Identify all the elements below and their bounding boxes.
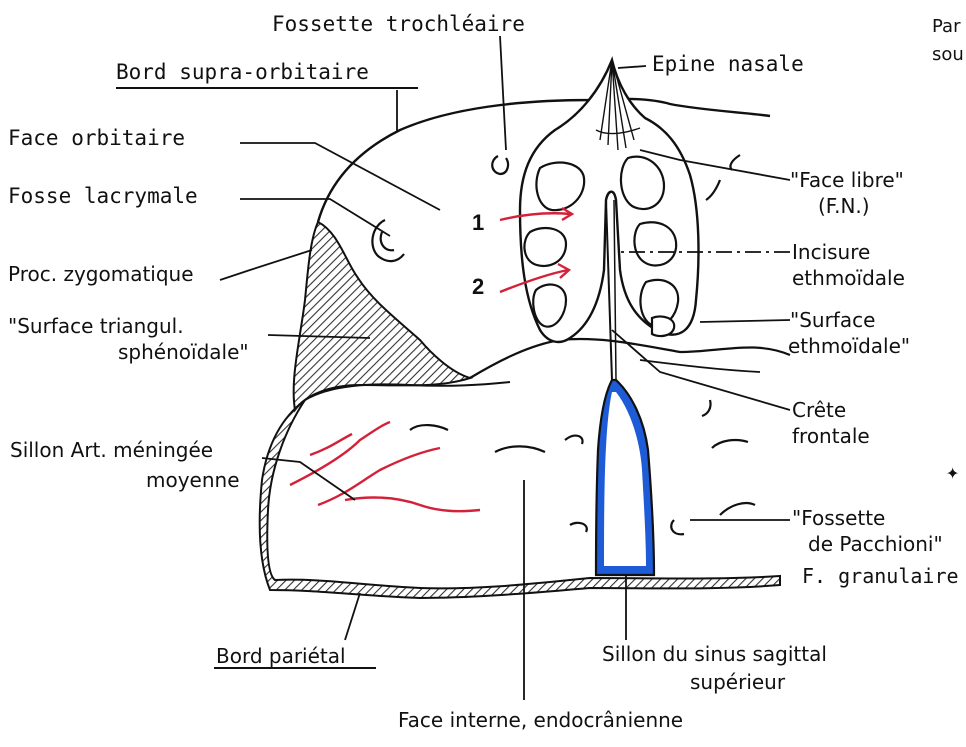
label-sou: sou [932, 46, 964, 64]
arrow-label-2: 2 [472, 276, 484, 298]
label-fosse-lacrymale: Fosse lacrymale [8, 186, 198, 207]
label-face-interne: Face interne, endocrânienne [398, 710, 683, 730]
label-face-orbitaire: Face orbitaire [8, 128, 185, 149]
label-crete: Crête [792, 400, 846, 420]
label-surface-ethmoidale: "Surface [790, 310, 875, 330]
sphenoid-surface-hatch [294, 222, 470, 410]
label-sphenoidale: sphénoïdale" [118, 342, 249, 362]
arrow-label-1: 1 [472, 212, 484, 234]
label-fn: (F.N.) [818, 196, 870, 216]
label-ethmoidale-1: ethmoïdale [792, 268, 905, 288]
internal-border-hatch [260, 400, 780, 598]
label-epine-nasale: Epine nasale [652, 54, 804, 75]
label-frontale: frontale [792, 426, 870, 446]
label-bord-supra-orbitaire: Bord supra-orbitaire [116, 62, 369, 83]
label-fossette-pacchioni: "Fossette [792, 508, 885, 528]
frontal-crest-2 [614, 200, 616, 380]
label-fossette-trochleaire: Fossette trochléaire [272, 14, 525, 35]
label-face-libre: "Face libre" [790, 170, 904, 190]
label-sillon-art-meningee: Sillon Art. méningée [10, 440, 213, 460]
frontal-crest [606, 200, 612, 380]
label-superieur: supérieur [690, 672, 785, 692]
edge-mark: ✦ [946, 462, 959, 484]
label-ethmoidale-2: ethmoïdale" [788, 336, 910, 356]
label-f-granulaire: F. granulaire [802, 566, 959, 586]
label-surface-triangul: "Surface triangul. [8, 316, 184, 336]
label-bord-parietal: Bord pariétal [216, 646, 346, 666]
meningeal-artery-grooves [290, 422, 480, 511]
label-de-pacchioni: de Pacchioni" [808, 534, 943, 554]
label-sillon-sinus: Sillon du sinus sagittal [602, 644, 827, 664]
label-moyenne: moyenne [146, 470, 240, 490]
label-incisure: Incisure [792, 242, 870, 262]
label-proc-zygomatique: Proc. zygomatique [8, 264, 194, 284]
label-par: Par [932, 18, 960, 36]
